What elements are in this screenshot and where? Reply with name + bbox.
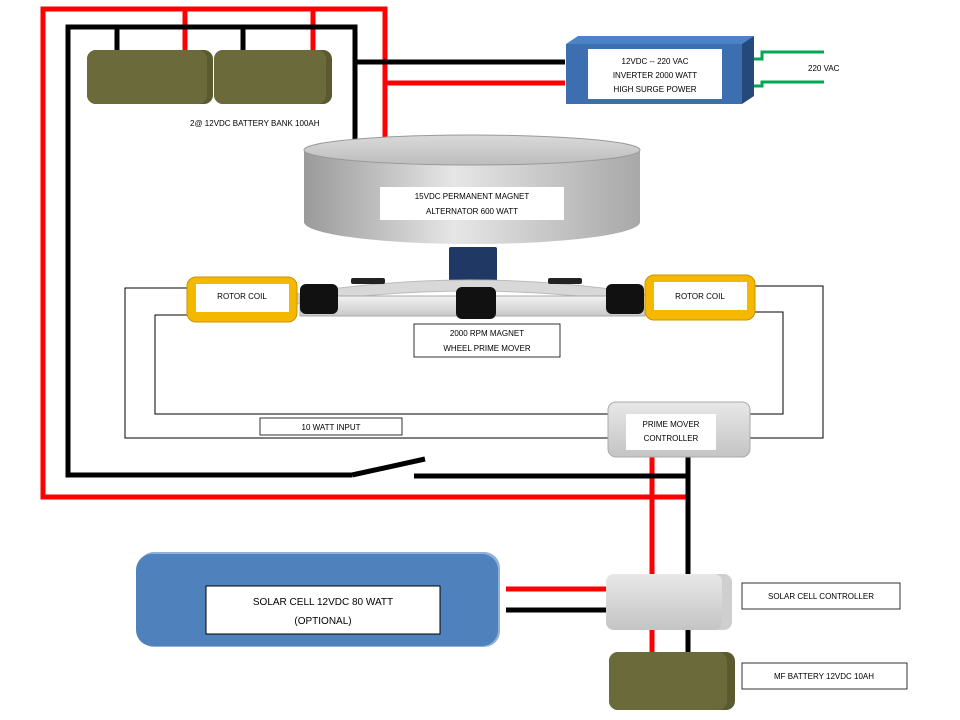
coil-wires: [124, 285, 824, 439]
ac-output-wires: [752, 50, 824, 88]
rotor-coil-right-label: ROTOR COIL: [675, 292, 725, 301]
battery-bank: 2@ 12VDC BATTERY BANK 100AH: [87, 50, 332, 128]
rotor-coil-right: ROTOR COIL: [644, 274, 756, 321]
solar-cell-line2: (OPTIONAL): [294, 616, 351, 627]
magnet-right: [606, 284, 644, 314]
prime-mover-controller-line1: PRIME MOVER: [643, 420, 700, 429]
alternator-line2: ALTERNATOR 600 WATT: [426, 207, 518, 216]
inverter-line1: 12VDC -- 220 VAC: [622, 57, 689, 66]
mf-battery: MF BATTERY 12VDC 10AH: [609, 652, 908, 710]
battery-1: [87, 50, 213, 104]
mf-battery-label: MF BATTERY 12VDC 10AH: [774, 672, 874, 681]
magnet-wheel-line1: 2000 RPM MAGNET: [450, 329, 524, 338]
input-label-box: 10 WATT INPUT: [259, 417, 403, 436]
prime-mover-controller-line2: CONTROLLER: [644, 434, 699, 443]
solar-controller-label: SOLAR CELL CONTROLLER: [768, 592, 874, 601]
input-label: 10 WATT INPUT: [302, 423, 361, 432]
inverter: 12VDC -- 220 VAC INVERTER 2000 WATT HIGH…: [566, 36, 840, 104]
rotor-coil-left-label: ROTOR COIL: [217, 292, 267, 301]
rotor-coil-left: ROTOR COIL: [186, 276, 298, 323]
alternator-line1: 15VDC PERMANENT MAGNET: [415, 192, 530, 201]
magnet-wheel-line2: WHEEL PRIME MOVER: [443, 344, 530, 353]
solar-cell-line1: SOLAR CELL 12VDC 80 WATT: [253, 597, 393, 608]
alternator: 15VDC PERMANENT MAGNET ALTERNATOR 600 WA…: [303, 134, 641, 244]
magnet-top-left: [351, 278, 385, 284]
magnet-top-right: [548, 278, 582, 284]
positive-wires: [40, 6, 688, 655]
magnet-center: [456, 287, 496, 319]
solar-controller: SOLAR CELL CONTROLLER: [606, 574, 901, 630]
ac-output-label: 220 VAC: [808, 64, 840, 73]
inverter-line3: HIGH SURGE POWER: [613, 85, 696, 94]
inverter-line2: INVERTER 2000 WATT: [613, 71, 697, 80]
battery-bank-label: 2@ 12VDC BATTERY BANK 100AH: [190, 119, 320, 128]
magnet-wheel: 2000 RPM MAGNET WHEEL PRIME MOVER: [296, 278, 646, 358]
solar-panel: SOLAR CELL 12VDC 80 WATT (OPTIONAL): [136, 552, 500, 647]
alternator-shaft: [449, 247, 497, 284]
prime-mover-controller: PRIME MOVER CONTROLLER: [607, 401, 751, 458]
switch-lever: [351, 456, 426, 478]
battery-2: [214, 50, 332, 104]
magnet-left: [300, 284, 338, 314]
